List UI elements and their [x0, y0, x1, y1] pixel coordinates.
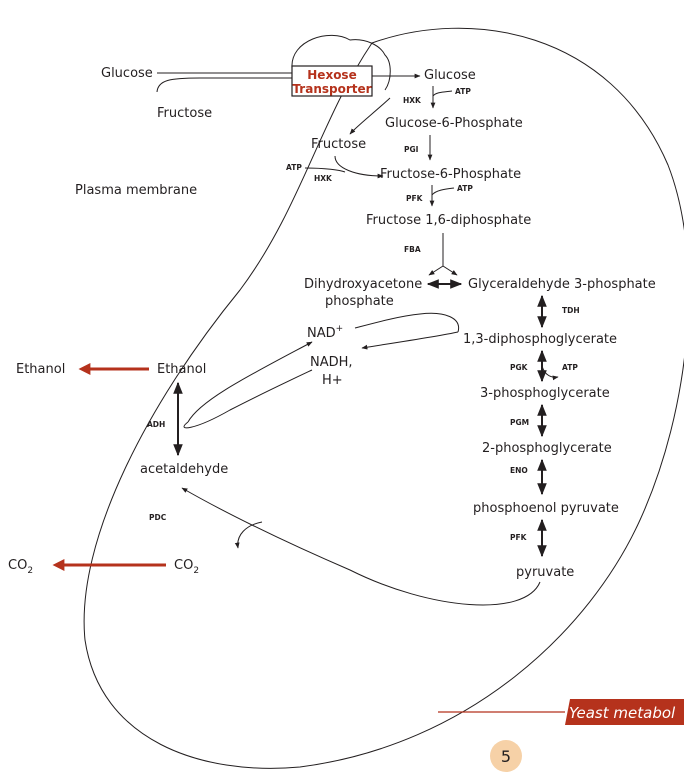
metabolite-acetaldehyde: acetaldehyde [140, 462, 228, 477]
metabolite-pg3: 3-phosphoglycerate [480, 386, 610, 401]
plasma-membrane-label: Plasma membrane [75, 183, 197, 198]
nadh-loop-return [183, 369, 313, 429]
metabolite-dhap-line2: phosphate [325, 294, 394, 309]
external-ethanol: Ethanol [16, 362, 65, 377]
enzyme-hxk-2: HXK [314, 174, 333, 183]
metabolite-glucose: Glucose [424, 68, 476, 83]
hexose-transporter-box [291, 65, 373, 97]
co2-text: CO [174, 558, 193, 573]
metabolite-f16dp: Fructose 1,6-diphosphate [366, 213, 531, 228]
ext-co2-text: CO [8, 558, 27, 573]
enzyme-pgm: PGM [510, 418, 529, 427]
nadh-arrow-from-g3p [361, 331, 459, 350]
atp-branch-1 [432, 90, 453, 97]
metabolite-g6p: Glucose-6-Phosphate [385, 116, 523, 131]
metabolite-fructose: Fructose [311, 137, 366, 152]
co2-subscript: 2 [193, 566, 199, 576]
co2-release-arrow [234, 521, 263, 549]
enzyme-adh: ADH [147, 420, 165, 429]
metabolite-ethanol: Ethanol [157, 362, 206, 377]
fructose-entry-line [156, 77, 292, 93]
metabolite-pg2: 2-phosphoglycerate [482, 441, 612, 456]
enzyme-fba: FBA [404, 245, 421, 254]
enzyme-eno: ENO [510, 466, 528, 475]
transport-arrow-fructose [349, 97, 391, 135]
atp-branch-3 [431, 187, 455, 196]
metabolite-nad: NAD+ [307, 324, 343, 341]
metabolite-f6p: Fructose-6-Phosphate [380, 167, 521, 182]
banner-text: Yeast metabol [569, 704, 676, 722]
cofactor-atp-4: ATP [562, 363, 578, 372]
atp-branch-4 [541, 365, 559, 381]
cofactor-atp-2: ATP [286, 163, 302, 172]
metabolite-pyruvate: pyruvate [516, 565, 574, 580]
enzyme-pgi: PGI [404, 145, 419, 154]
cofactor-atp-3: ATP [457, 184, 473, 193]
transporter-label-line1: Hexose [307, 68, 356, 82]
arrow-fructose-to-f6p [334, 155, 384, 179]
nad-reduction-arrow [354, 312, 460, 333]
arrow-pyruvate-to-acetaldehyde [181, 487, 541, 606]
enzyme-tdh: TDH [562, 306, 580, 315]
cofactor-atp-1: ATP [455, 87, 471, 96]
membrane-bud [291, 34, 391, 91]
page-number: 5 [501, 747, 511, 766]
arrow-split-left [428, 265, 444, 276]
metabolite-nadh-line2: H+ [322, 373, 343, 388]
enzyme-pgk: PGK [510, 363, 529, 372]
ext-co2-subscript: 2 [27, 566, 33, 576]
nadh-to-ethanol-arrow [187, 341, 313, 423]
metabolite-co2: CO2 [174, 558, 199, 576]
external-fructose: Fructose [157, 106, 212, 121]
cell-membrane [83, 27, 684, 769]
banner-background [565, 699, 684, 725]
external-co2: CO2 [8, 558, 33, 576]
nad-plus: + [336, 324, 344, 334]
metabolite-bpg: 1,3-diphosphoglycerate [463, 332, 617, 347]
enzyme-pfk-2: PFK [510, 533, 528, 542]
page-number-badge [490, 740, 522, 772]
metabolite-nadh-line1: NADH, [310, 355, 353, 370]
enzyme-pfk-1: PFK [406, 194, 424, 203]
external-glucose: Glucose [101, 66, 153, 81]
atp-branch-2 [304, 167, 346, 173]
metabolite-pep: phosphoenol pyruvate [473, 501, 619, 516]
arrow-split-right [442, 265, 458, 276]
metabolite-g3p: Glyceraldehyde 3-phosphate [468, 277, 656, 292]
enzyme-hxk-1: HXK [403, 96, 422, 105]
enzyme-pdc: PDC [149, 513, 167, 522]
nad-text: NAD [307, 326, 336, 341]
transporter-label-line2: Transporter [292, 82, 371, 96]
metabolite-dhap-line1: Dihydroxyacetone [304, 277, 422, 292]
